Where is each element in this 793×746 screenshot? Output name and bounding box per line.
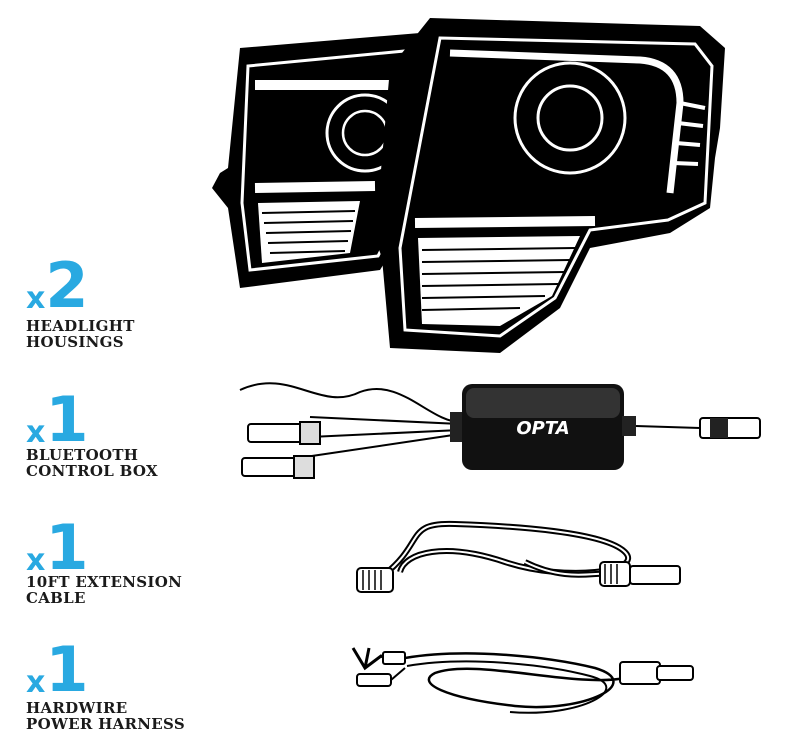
qty-bluetooth-control-box: x1: [26, 389, 89, 451]
opta-logo: OPTA: [516, 418, 569, 439]
qty-headlight-housings: x2: [26, 255, 89, 317]
label-line-1: BLUETOOTH: [26, 446, 139, 464]
bluetooth-control-box-image: OPTA: [239, 382, 761, 479]
label-headlight-housings: HEADLIGHT HOUSINGS: [26, 318, 135, 350]
qty-extension-cable: x1: [26, 517, 89, 579]
power-harness-image: [351, 647, 694, 714]
headlight-right: [375, 18, 725, 353]
qty-number: 1: [45, 511, 89, 584]
extension-cable-image: [356, 520, 681, 593]
qty-prefix: x: [26, 542, 46, 578]
label-line-2: HOUSINGS: [26, 333, 124, 351]
label-line-2: CONTROL BOX: [26, 462, 158, 480]
control-box: OPTA: [462, 384, 624, 470]
label-line-1: 10FT EXTENSION: [26, 573, 183, 591]
label-line-2: POWER HARNESS: [26, 715, 185, 733]
label-extension-cable: 10FT EXTENSION CABLE: [26, 574, 182, 606]
qty-number: 2: [45, 249, 89, 322]
qty-number: 1: [45, 383, 89, 456]
qty-power-harness: x1: [26, 639, 89, 701]
label-line-2: CABLE: [26, 589, 86, 607]
qty-prefix: x: [26, 664, 46, 700]
qty-prefix: x: [26, 280, 46, 316]
label-line-1: HARDWIRE: [26, 699, 128, 717]
qty-number: 1: [45, 633, 89, 706]
label-power-harness: HARDWIRE POWER HARNESS: [26, 700, 185, 732]
headlight-housings-image: [212, 18, 725, 353]
label-line-1: HEADLIGHT: [26, 317, 135, 335]
label-bluetooth-control-box: BLUETOOTH CONTROL BOX: [26, 447, 158, 479]
qty-prefix: x: [26, 414, 46, 450]
